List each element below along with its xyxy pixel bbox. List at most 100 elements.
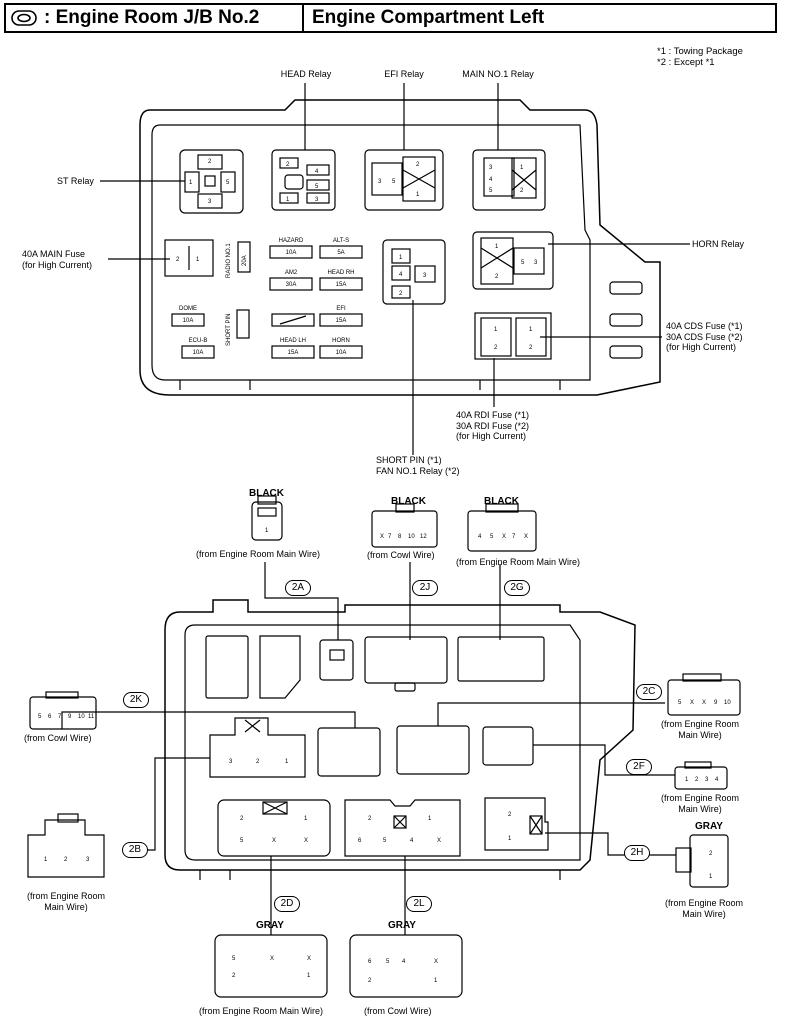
ecub-fuse xyxy=(181,345,215,359)
connector-2j xyxy=(371,503,438,548)
horn-pin-label: 5 xyxy=(521,260,525,266)
c2l-color: GRAY xyxy=(388,920,416,931)
connector-2g xyxy=(467,503,537,552)
headrh-fuse-amp: 15A xyxy=(335,282,347,288)
c2d-source: (from Engine Room Main Wire) xyxy=(199,1006,324,1016)
c2a-pin: 1 xyxy=(265,528,269,534)
c2l-pin: 6 xyxy=(368,959,372,965)
socket-2l xyxy=(344,799,461,857)
c2c-pin: 5 xyxy=(678,700,682,706)
socket-2d-pin: 1 xyxy=(304,816,308,822)
socket-2l-pin: 5 xyxy=(383,838,387,844)
c2c-source: (from Engine Room Main Wire) xyxy=(650,719,750,740)
cds-fuse-label-line2: 30A CDS Fuse (*2) xyxy=(666,331,743,342)
st-pin-label: 3 xyxy=(208,199,212,205)
socket-2b-pin: 2 xyxy=(256,759,260,765)
st-pin-label: 1 xyxy=(189,180,193,186)
main-pin-label: 2 xyxy=(520,188,524,194)
c2b-pin: 2 xyxy=(64,857,68,863)
c2j-pin: 10 xyxy=(408,534,415,540)
connector-2a xyxy=(251,495,283,541)
socket-2l-pin: 6 xyxy=(358,838,362,844)
tag-2f: 2F xyxy=(626,759,652,775)
main-relay-label: MAIN NO.1 Relay xyxy=(462,69,534,79)
connector-2h xyxy=(675,834,729,888)
cds-rdi-fuse-block xyxy=(474,312,552,360)
rdi-fuse-label-line2: 30A RDI Fuse (*2) xyxy=(456,420,530,431)
c2k-pin: 6 xyxy=(48,714,52,720)
socket-2b xyxy=(209,717,306,778)
socket-2l-pin: X xyxy=(437,838,442,844)
connector-2c xyxy=(667,673,741,716)
c2g-pin: 4 xyxy=(478,534,482,540)
c2d-pin: 2 xyxy=(232,973,236,979)
c2g-source: (from Engine Room Main Wire) xyxy=(456,557,581,567)
socket-2b-pin: 3 xyxy=(229,759,233,765)
efi-fuse-name: EFI xyxy=(336,306,346,312)
horn-pin-label: 2 xyxy=(495,274,499,280)
hazard-fuse-amp: 10A xyxy=(285,250,297,256)
c2a-source: (from Engine Room Main Wire) xyxy=(196,549,321,559)
c2b-source: (from Engine Room Main Wire) xyxy=(14,891,118,912)
headlh-fuse-amp: 15A xyxy=(287,350,299,356)
connector-2f xyxy=(674,761,728,790)
c2h-color: GRAY xyxy=(695,821,723,832)
junction-block-icon xyxy=(6,5,42,31)
title-bar: : Engine Room J/B No.2 Engine Compartmen… xyxy=(4,3,777,33)
footnotes: *1 : Towing Package *2 : Except *1 xyxy=(657,46,743,68)
efi-fuse xyxy=(319,313,363,327)
socket-2a xyxy=(319,639,354,681)
fan-pin-label: 3 xyxy=(423,273,427,279)
connector-2b xyxy=(27,813,105,878)
main-fuse-pin: 2 xyxy=(176,257,180,263)
c2k-pin: 11 xyxy=(88,714,95,720)
c2b-pin: 1 xyxy=(44,857,48,863)
c2k-source: (from Cowl Wire) xyxy=(24,733,92,743)
tag-2b: 2B xyxy=(122,842,148,858)
headlh-fuse xyxy=(271,345,315,359)
c2d-pin: X xyxy=(307,956,312,962)
c2j-source: (from Cowl Wire) xyxy=(367,550,435,560)
c2l-pin: X xyxy=(434,959,439,965)
head-relay-label: HEAD Relay xyxy=(280,69,332,79)
socket-2c xyxy=(396,725,470,775)
dome-fuse xyxy=(171,313,205,327)
radio-fuse-name: RADIO NO.1 xyxy=(226,243,232,278)
socket-2l-pin: 2 xyxy=(368,816,372,822)
socket-2d-pin: 2 xyxy=(240,816,244,822)
junction-block-bottom-view xyxy=(164,599,636,880)
efi-pin-label: 1 xyxy=(416,192,420,198)
main-relay xyxy=(472,149,546,211)
c2c-source-line2: Main Wire) xyxy=(678,729,722,740)
head-pin-label: 1 xyxy=(286,197,290,203)
alts-fuse-name: ALT-S xyxy=(332,238,350,244)
c2d-pin: 1 xyxy=(307,973,311,979)
socket-2b-pin: 1 xyxy=(285,759,289,765)
fan-relay xyxy=(382,239,446,305)
tag-2k: 2K xyxy=(123,692,149,708)
location-title: Engine Compartment Left xyxy=(312,7,545,28)
socket-2g xyxy=(457,636,545,682)
c2g-color: BLACK xyxy=(484,496,519,507)
c2c-pin: 9 xyxy=(714,700,718,706)
short-pin-name: SHORT PIN xyxy=(226,313,232,346)
c2l-source: (from Cowl Wire) xyxy=(364,1006,432,1016)
tag-2g: 2G xyxy=(504,580,530,596)
c2k-pin: 5 xyxy=(38,714,42,720)
headrh-fuse xyxy=(319,277,363,291)
note-2: *2 : Except *1 xyxy=(657,57,715,68)
am2-fuse-name: AM2 xyxy=(284,270,298,276)
rdi-fuse-label-line1: 40A RDI Fuse (*1) xyxy=(456,410,530,420)
dome-fuse-amp: 10A xyxy=(182,318,194,324)
c2l-pin: 5 xyxy=(386,959,390,965)
socket-2l-pin: 4 xyxy=(410,838,414,844)
socket-2d-pin: 5 xyxy=(240,838,244,844)
c2l-pin: 4 xyxy=(402,959,406,965)
c2h-pin: 1 xyxy=(709,874,713,880)
short-pin-label-line2: FAN NO.1 Relay (*2) xyxy=(376,465,460,476)
c2c-source-line1: (from Engine Room xyxy=(660,719,740,729)
short-pin-label: SHORT PIN (*1) FAN NO.1 Relay (*2) xyxy=(376,455,460,476)
alts-fuse-amp: 5A xyxy=(337,250,345,256)
head-pin-label: 4 xyxy=(315,169,319,175)
c2j-pin: 8 xyxy=(398,534,402,540)
